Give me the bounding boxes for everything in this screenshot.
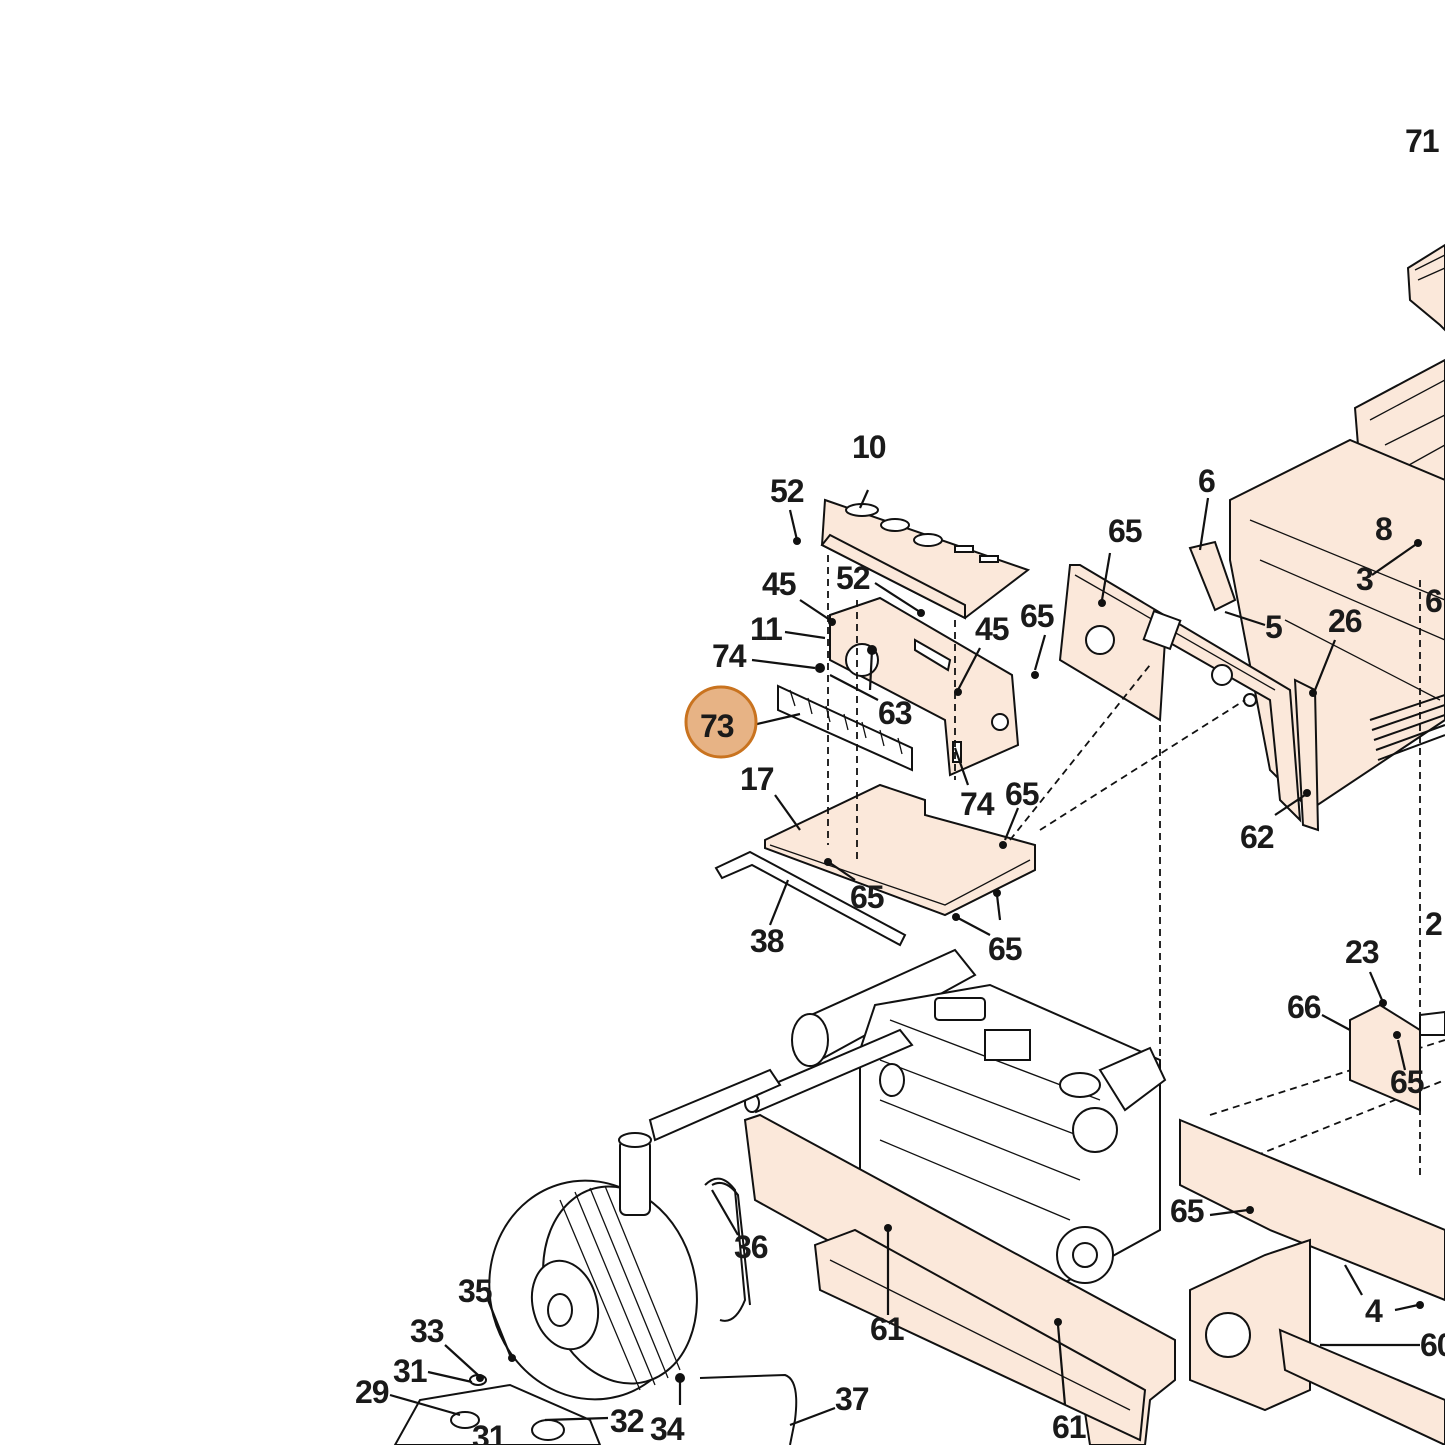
callout-36[interactable]: 36 (734, 1229, 769, 1265)
callout-4[interactable]: 4 (1365, 1293, 1384, 1329)
callout-65-fourth[interactable]: 65 (850, 879, 885, 915)
callout-17[interactable]: 17 (740, 761, 775, 797)
callout-65-second[interactable]: 65 (1020, 598, 1055, 634)
callout-61[interactable]: 61 (870, 1311, 905, 1347)
bar-item-38 (714, 850, 907, 947)
callout-45[interactable]: 45 (762, 566, 797, 602)
callout-33[interactable]: 33 (410, 1313, 445, 1349)
callout-11[interactable]: 11 (750, 611, 783, 647)
callout-31[interactable]: 31 (393, 1353, 428, 1389)
callout-62[interactable]: 62 (1240, 819, 1275, 855)
callout-66[interactable]: 66 (1287, 989, 1322, 1025)
callout-63[interactable]: 63 (878, 695, 913, 731)
radiator-fins (1369, 694, 1445, 761)
callout-8[interactable]: 8 (1375, 511, 1393, 547)
callout-65-seventh[interactable]: 65 (1170, 1193, 1205, 1229)
callout-34[interactable]: 34 (650, 1411, 686, 1445)
lower-frame (743, 1003, 1445, 1445)
callout-29[interactable]: 29 (355, 1374, 390, 1410)
callout-74-second[interactable]: 74 (960, 786, 996, 822)
callout-3[interactable]: 3 (1356, 561, 1374, 597)
front-caster-wheel (488, 1068, 782, 1401)
callout-31-second[interactable]: 31 (472, 1419, 507, 1445)
callout-2[interactable]: 2 (1425, 906, 1443, 942)
console-bracket (829, 596, 1020, 777)
callout-65-fifth[interactable]: 65 (988, 931, 1023, 967)
callout-26[interactable]: 26 (1328, 603, 1363, 639)
leader-lines (389, 489, 1424, 1427)
callout-6[interactable]: 6 (1198, 463, 1216, 499)
highlight-circle-73[interactable] (684, 685, 758, 759)
callout-73[interactable]: 73 (700, 708, 735, 744)
callout-35[interactable]: 35 (458, 1273, 493, 1309)
control-panel-item-10 (820, 498, 1031, 620)
callout-52[interactable]: 52 (770, 473, 805, 509)
callout-65-sixth[interactable]: 65 (1390, 1064, 1425, 1100)
callout-74[interactable]: 74 (712, 638, 748, 674)
callout-5[interactable]: 5 (1265, 609, 1283, 645)
callout-60[interactable]: 60 (1420, 1327, 1445, 1363)
callout-6-partial[interactable]: 6 (1425, 583, 1443, 619)
callout-10[interactable]: 10 (852, 429, 887, 465)
callout-45-second[interactable]: 45 (975, 611, 1010, 647)
upper-frame-assembly (1058, 243, 1445, 832)
callout-52-second[interactable]: 52 (836, 560, 871, 596)
callout-labels: 71 10 52 52 6 65 45 8 3 11 65 45 5 26 74… (355, 123, 1445, 1445)
callout-32[interactable]: 32 (610, 1403, 645, 1439)
callout-23[interactable]: 23 (1345, 934, 1380, 970)
callout-65[interactable]: 65 (1108, 513, 1143, 549)
callout-71[interactable]: 71 (1405, 123, 1440, 159)
callout-65-third[interactable]: 65 (1005, 776, 1040, 812)
callout-38[interactable]: 38 (750, 923, 785, 959)
callout-37[interactable]: 37 (835, 1381, 870, 1417)
callout-61-second[interactable]: 61 (1052, 1409, 1087, 1445)
